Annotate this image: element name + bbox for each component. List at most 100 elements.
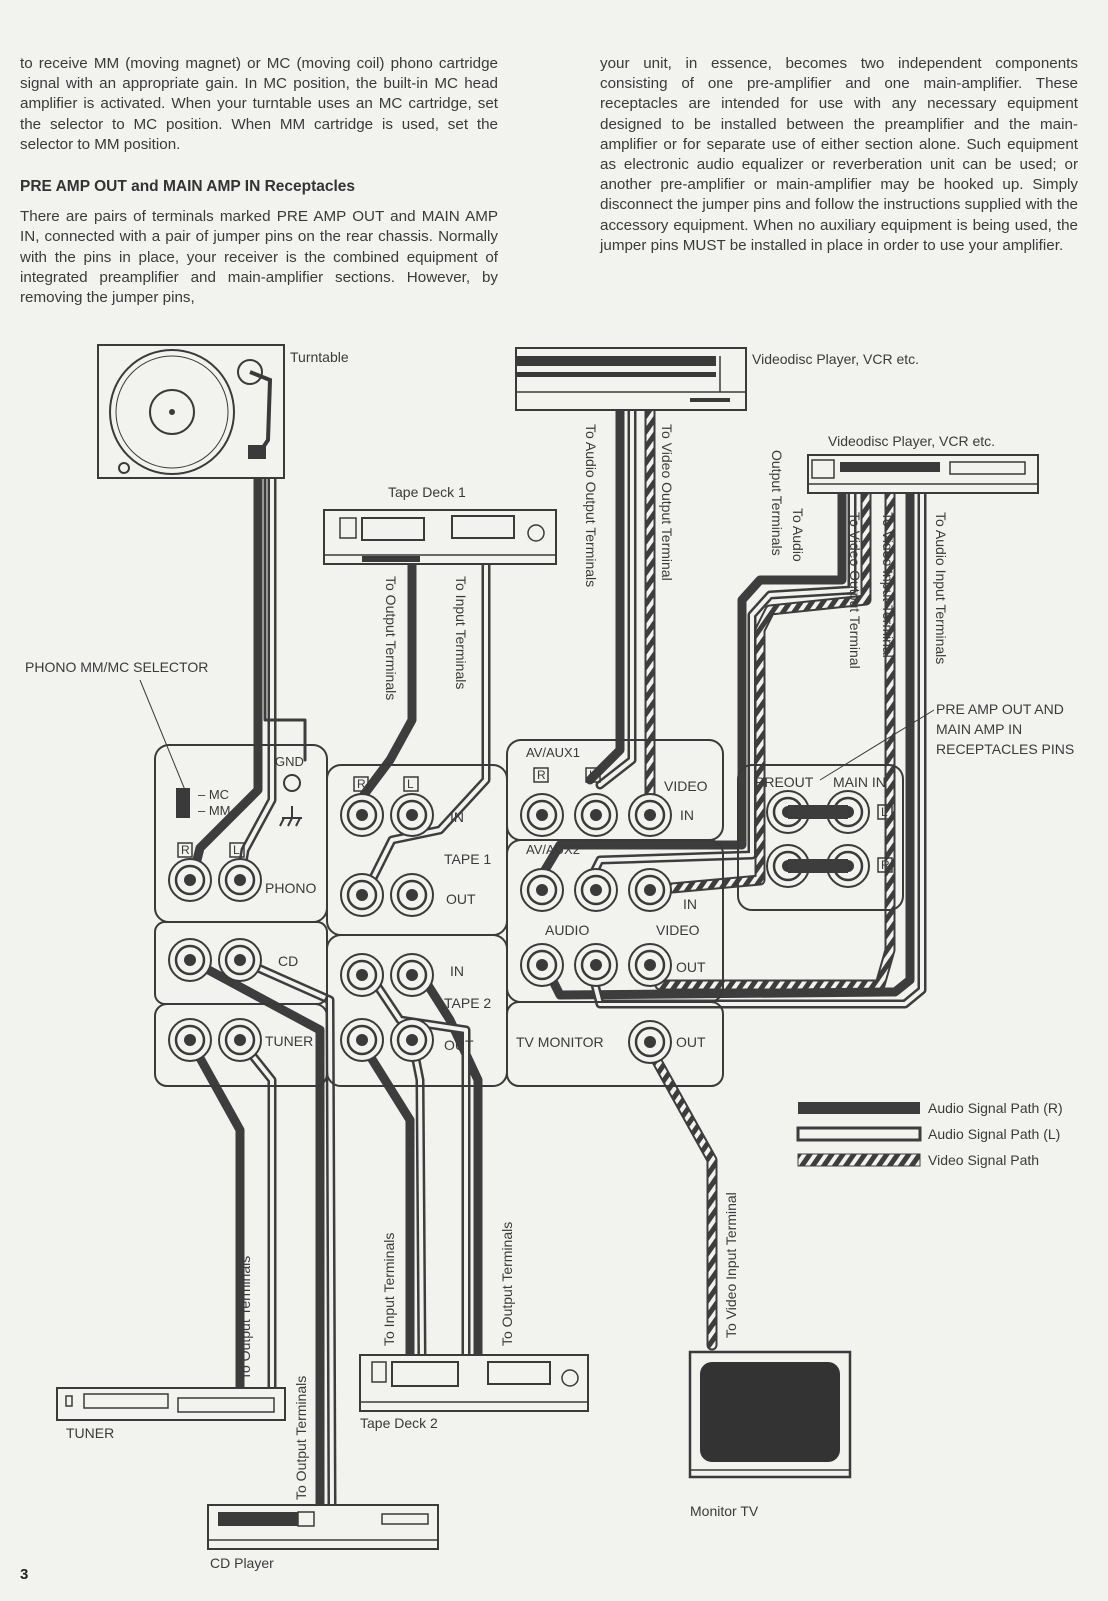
td1-output-cable-label: To Output Terminals	[383, 576, 399, 700]
aux2-video-in-label: IN	[683, 896, 697, 912]
left-text-column: to receive MM (moving magnet) or MC (mov…	[20, 54, 498, 308]
av-aux1-label: AV/AUX1	[526, 745, 580, 760]
mm-label: – MM	[198, 803, 231, 818]
tape2-out-l-jack[interactable]	[389, 1017, 435, 1063]
continuation-paragraph: your unit, in essence, becomes two indep…	[600, 55, 1078, 254]
tuner-l-jack[interactable]	[217, 1017, 263, 1063]
monitor-tv-device	[688, 1350, 852, 1479]
tape-deck-2-label: Tape Deck 2	[360, 1415, 438, 1431]
section-heading: PRE AMP OUT and MAIN AMP IN Receptacles	[20, 178, 356, 196]
tape1-in-r-jack[interactable]	[339, 792, 385, 838]
legend-video: Video Signal Path	[928, 1152, 1039, 1168]
phono-l-jack[interactable]	[217, 857, 263, 903]
tape1-in-l-jack[interactable]	[389, 792, 435, 838]
tape2-out-r-jack[interactable]	[339, 1017, 385, 1063]
vd2-audio-output-cable-label-a: To Audio	[790, 508, 806, 562]
preamp-pins-callout-1: PRE AMP OUT AND	[936, 701, 1064, 717]
aux2-audio-out-r-jack[interactable]	[519, 942, 565, 988]
cd-l-jack[interactable]	[217, 937, 263, 983]
phono-label: PHONO	[265, 880, 316, 896]
preamp-paragraph: There are pairs of terminals marked PRE …	[20, 208, 498, 307]
aux2-audio-label: AUDIO	[545, 922, 589, 938]
phono-selector-callout: PHONO MM/MC SELECTOR	[25, 659, 208, 675]
cd-player-label: CD Player	[210, 1555, 274, 1571]
aux1-r-tag: R	[537, 768, 546, 782]
monitor-tv-label: Monitor TV	[690, 1503, 759, 1519]
tape1-out-l-jack[interactable]	[389, 872, 435, 918]
legend-swatch-audio-r	[798, 1102, 920, 1114]
page-number: 3	[20, 1566, 29, 1583]
tv-monitor-out-label: OUT	[676, 1034, 706, 1050]
tape-deck-2-device	[359, 1354, 589, 1412]
av-aux2-label: AV/AUX2	[526, 842, 580, 857]
videodisc-player-1	[515, 347, 747, 411]
tv-monitor-label: TV MONITOR	[516, 1034, 604, 1050]
tuner-r-jack[interactable]	[167, 1017, 213, 1063]
tv-video-input-cable-label: To Video Input Terminal	[723, 1192, 739, 1338]
turntable-device	[97, 344, 285, 479]
phono-selector-leader	[139, 679, 186, 791]
aux2-video-out-label: OUT	[676, 959, 706, 975]
cd-r-jack[interactable]	[167, 937, 213, 983]
legend-audio-l: Audio Signal Path (L)	[928, 1126, 1060, 1142]
ground-terminal[interactable]	[283, 774, 301, 792]
legend-audio-r: Audio Signal Path (R)	[928, 1100, 1063, 1116]
tuner-panel-label: TUNER	[265, 1033, 313, 1049]
tuner-label: TUNER	[66, 1425, 114, 1441]
aux2-video-label: VIDEO	[656, 922, 700, 938]
td2-output-cable-label: To Output Terminals	[499, 1222, 515, 1346]
aux1-l-tag: L	[589, 768, 596, 782]
preamp-pins-callout-2: MAIN AMP IN	[936, 721, 1022, 737]
aux2-audio-in-l-jack[interactable]	[573, 867, 619, 913]
tuner-output-cable-label: To Output Terminals	[237, 1256, 253, 1380]
vd2-audio-output-cable-label-b: Output Terminals	[769, 450, 785, 556]
main-in-label: MAIN IN	[833, 774, 886, 790]
vd2-video-input-cable-label: To Video Input Terminal	[880, 512, 896, 658]
legend-swatch-audio-l	[796, 1126, 922, 1142]
aux1-audio-l-jack[interactable]	[573, 792, 619, 838]
tape1-label: TAPE 1	[444, 851, 491, 867]
aux2-audio-in-r-jack[interactable]	[519, 867, 565, 913]
aux1-video-in-label: IN	[680, 807, 694, 823]
tape1-in-label: IN	[450, 809, 464, 825]
tv-monitor-out-jack[interactable]	[627, 1019, 673, 1065]
videodisc-player-2	[807, 454, 1039, 494]
vd1-audio-output-cable-label: To Audio Output Terminals	[583, 424, 599, 587]
tape1-out-label: OUT	[446, 891, 476, 907]
tape2-in-l-jack[interactable]	[389, 952, 435, 998]
legend-swatch-video	[797, 1153, 921, 1167]
tape2-in-label: IN	[450, 963, 464, 979]
aux1-video-in-jack[interactable]	[627, 792, 673, 838]
phono-r-tag: R	[181, 843, 190, 857]
tape2-label: TAPE 2	[444, 995, 491, 1011]
rear-panel	[154, 739, 904, 1087]
aux2-video-in-jack[interactable]	[627, 867, 673, 913]
ground-symbol-icon	[279, 806, 302, 827]
jumper-pin-r[interactable]	[788, 859, 848, 873]
aux1-audio-r-jack[interactable]	[519, 792, 565, 838]
cd-player-device	[207, 1504, 439, 1550]
right-text-column: your unit, in essence, becomes two indep…	[600, 54, 1078, 256]
videodisc-1-label: Videodisc Player, VCR etc.	[752, 351, 919, 367]
aux2-audio-out-l-jack[interactable]	[573, 942, 619, 988]
legend: Audio Signal Path (R) Audio Signal Path …	[796, 1100, 1063, 1168]
tape-deck-1-label: Tape Deck 1	[388, 484, 466, 500]
vd2-audio-input-cable-label: To Audio Input Terminals	[933, 512, 949, 664]
tape2-in-r-jack[interactable]	[339, 952, 385, 998]
jumper-pin-l[interactable]	[788, 805, 848, 819]
tape1-l-tag: L	[407, 777, 414, 791]
tape2-out-label: OUT	[444, 1037, 474, 1053]
aux1-video-label: VIDEO	[664, 778, 708, 794]
turntable-label: Turntable	[290, 349, 349, 365]
aux2-video-out-jack[interactable]	[627, 942, 673, 988]
mm-mc-selector-switch[interactable]	[176, 788, 190, 818]
tape1-out-r-jack[interactable]	[339, 872, 385, 918]
tape1-r-tag: R	[357, 777, 366, 791]
preamp-pins-callout-3: RECEPTACLES PINS	[936, 741, 1074, 757]
phono-l-tag: L	[233, 843, 240, 857]
phono-r-jack[interactable]	[167, 857, 213, 903]
vd1-video-output-cable-label: To Video Output Terminal	[659, 424, 675, 581]
td2-input-cable-label: To Input Terminals	[381, 1233, 397, 1346]
preamp-l-tag: L	[881, 805, 888, 819]
